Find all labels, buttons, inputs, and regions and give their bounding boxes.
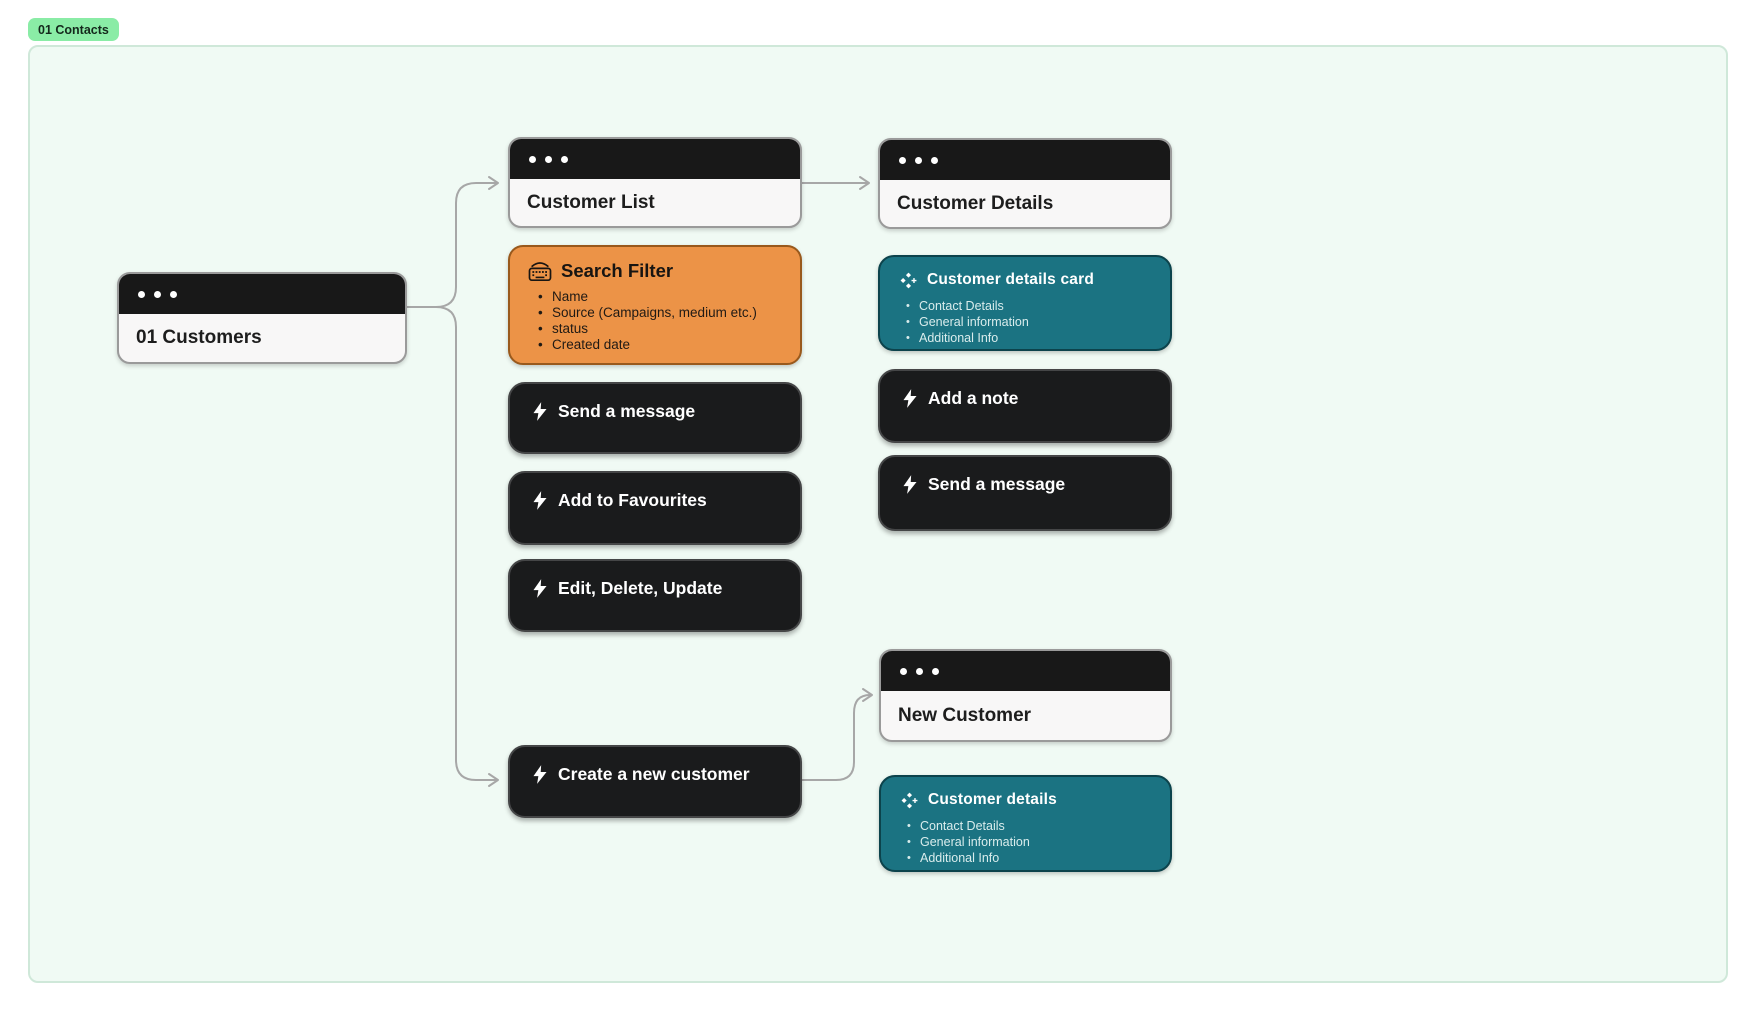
node-customers-window[interactable]: 01 Customers bbox=[117, 272, 407, 364]
action-label: Edit, Delete, Update bbox=[558, 578, 723, 598]
window-dot-icon bbox=[170, 290, 177, 298]
node-new-customer-window[interactable]: New Customer bbox=[879, 649, 1172, 742]
window-dot-icon bbox=[900, 667, 907, 675]
node-search-filter[interactable]: Search Filter Name Source (Campaigns, me… bbox=[508, 245, 802, 365]
detail-item: Additional Info bbox=[907, 850, 1152, 866]
action-send-message[interactable]: Send a message bbox=[508, 382, 802, 454]
window-title-bar bbox=[881, 651, 1170, 691]
window-dot-icon bbox=[545, 155, 552, 163]
action-send-message-2[interactable]: Send a message bbox=[878, 455, 1172, 531]
window-dot-icon bbox=[899, 156, 906, 164]
window-dot-icon bbox=[529, 155, 536, 163]
window-title-bar bbox=[510, 139, 800, 179]
node-customer-details-window[interactable]: Customer Details bbox=[878, 138, 1172, 229]
filter-item: Source (Campaigns, medium etc.) bbox=[538, 305, 782, 321]
node-customer-details[interactable]: Customer details Contact Details General… bbox=[879, 775, 1172, 872]
search-filter-title: Search Filter bbox=[561, 260, 674, 281]
node-customer-list-window[interactable]: Customer List bbox=[508, 137, 802, 228]
window-title-bar bbox=[119, 274, 405, 314]
action-label: Create a new customer bbox=[558, 764, 750, 784]
detail-card-title: Customer details card bbox=[927, 271, 1095, 288]
window-dot-icon bbox=[931, 156, 938, 164]
window-title-bar bbox=[880, 140, 1170, 180]
window-dot-icon bbox=[561, 155, 568, 163]
node-customer-details-card[interactable]: Customer details card Contact Details Ge… bbox=[878, 255, 1172, 351]
detail-card-title: Customer details bbox=[928, 791, 1057, 808]
detail-card-list: Contact Details General information Addi… bbox=[907, 818, 1152, 866]
action-edit-delete-update[interactable]: Edit, Delete, Update bbox=[508, 559, 802, 632]
component-plus-icon bbox=[900, 272, 917, 289]
window-title: New Customer bbox=[898, 704, 1032, 726]
search-filter-list: Name Source (Campaigns, medium etc.) sta… bbox=[538, 289, 782, 353]
detail-item: Contact Details bbox=[906, 298, 1152, 314]
window-dot-icon bbox=[138, 290, 145, 298]
detail-item: General information bbox=[906, 314, 1152, 330]
window-title: Customer List bbox=[527, 191, 655, 213]
window-title: Customer Details bbox=[897, 192, 1054, 214]
detail-item: General information bbox=[907, 834, 1152, 850]
filter-item: Name bbox=[538, 289, 782, 305]
bolt-icon bbox=[533, 579, 547, 598]
keyboard-icon bbox=[528, 261, 552, 282]
detail-card-list: Contact Details General information Addi… bbox=[906, 298, 1152, 346]
filter-item: Created date bbox=[538, 337, 782, 353]
action-add-to-favourites[interactable]: Add to Favourites bbox=[508, 471, 802, 545]
action-label: Add a note bbox=[928, 388, 1019, 408]
window-dot-icon bbox=[915, 156, 922, 164]
window-dot-icon bbox=[916, 667, 923, 675]
action-label: Send a message bbox=[558, 401, 696, 421]
window-dot-icon bbox=[154, 290, 161, 298]
detail-item: Contact Details bbox=[907, 818, 1152, 834]
action-create-new-customer[interactable]: Create a new customer bbox=[508, 745, 802, 818]
action-label: Add to Favourites bbox=[558, 490, 707, 510]
window-dot-icon bbox=[932, 667, 939, 675]
action-add-a-note[interactable]: Add a note bbox=[878, 369, 1172, 443]
bolt-icon bbox=[533, 402, 547, 421]
bolt-icon bbox=[903, 475, 917, 494]
filter-item: status bbox=[538, 321, 782, 337]
section-badge[interactable]: 01 Contacts bbox=[28, 18, 119, 41]
component-plus-icon bbox=[901, 792, 918, 809]
bolt-icon bbox=[903, 389, 917, 408]
bolt-icon bbox=[533, 491, 547, 510]
detail-item: Additional Info bbox=[906, 330, 1152, 346]
bolt-icon bbox=[533, 765, 547, 784]
action-label: Send a message bbox=[928, 474, 1066, 494]
window-title: 01 Customers bbox=[136, 327, 262, 348]
